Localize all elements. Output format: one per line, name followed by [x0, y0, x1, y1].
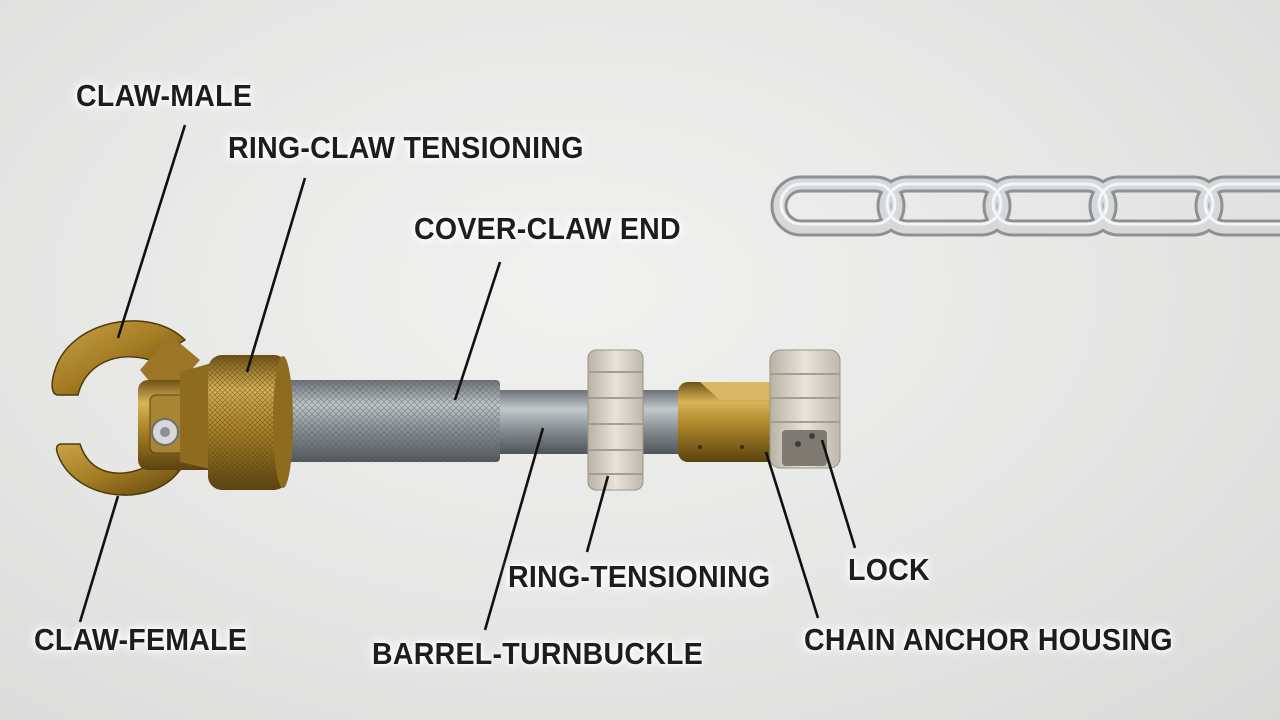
leader-claw-male — [116, 124, 187, 339]
label-ring-tensioning: RING-TENSIONING — [508, 559, 771, 594]
label-ring-claw-tensioning: RING-CLAW TENSIONING — [228, 130, 584, 165]
leader-barrel-turnbuckle — [483, 427, 545, 631]
leader-lock — [820, 439, 857, 549]
leader-chain-anchor-housing — [764, 451, 820, 619]
leader-ring-tensioning — [585, 475, 610, 553]
leader-ring-claw-tensioning — [245, 177, 307, 373]
leader-claw-female — [78, 495, 120, 623]
leader-lines — [78, 124, 857, 631]
label-claw-female: CLAW-FEMALE — [34, 622, 248, 657]
claw-hub — [138, 362, 218, 470]
lock-part — [769, 349, 841, 469]
chain — [770, 175, 1280, 237]
label-chain-anchor-housing: CHAIN ANCHOR HOUSING — [804, 622, 1173, 657]
label-lock: LOCK — [848, 552, 930, 587]
label-barrel-turnbuckle: BARREL-TURNBUCKLE — [372, 636, 704, 671]
label-claw-male: CLAW-MALE — [76, 78, 253, 113]
ring-claw-tensioning-part — [208, 355, 293, 490]
cover-claw-end-part — [272, 380, 500, 462]
chain-anchor-housing-part — [678, 382, 778, 462]
leader-cover-claw-end — [453, 261, 502, 401]
label-cover-claw-end: COVER-CLAW END — [414, 211, 681, 246]
ring-tensioning-part — [587, 349, 644, 491]
claw-female-part — [55, 443, 182, 496]
